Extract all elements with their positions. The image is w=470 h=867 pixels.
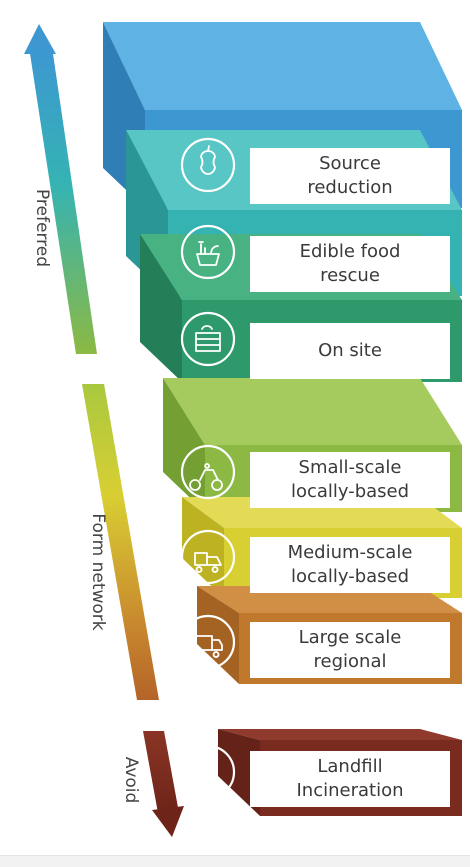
apple-core-circle	[180, 137, 236, 193]
label-on-site: On site	[250, 323, 450, 379]
food-basket-circle	[180, 224, 236, 280]
label-landfill: Landfill Incineration	[250, 751, 450, 807]
garbage-truck-icon	[193, 635, 223, 658]
preferred-arrow-head	[24, 24, 56, 54]
flame-circle	[180, 744, 236, 800]
tier-side-on-site	[140, 234, 182, 382]
label-text: Edible food rescue	[299, 240, 401, 286]
label-text: On site	[318, 339, 382, 361]
avoid-label: Avoid	[121, 756, 141, 804]
label-small-scale: Small-scale locally-based	[250, 452, 450, 508]
compost-bin-icon	[195, 325, 221, 352]
label-text: Medium-scale locally-based	[287, 541, 413, 587]
tier-side-medium-scale	[182, 497, 224, 598]
flame-icon	[198, 757, 218, 787]
preferred-label: Preferred	[32, 188, 52, 268]
label-text: Large scale regional	[298, 626, 402, 672]
preferred-arrow	[24, 24, 97, 354]
tier-top-small-scale	[163, 378, 462, 445]
compost-bin-circle	[180, 311, 236, 367]
loader-truck-icon	[194, 552, 222, 573]
label-source-reduction: Source reduction	[250, 148, 450, 204]
cargo-bike-circle	[180, 444, 236, 500]
form-network-arrow	[82, 384, 159, 700]
label-text: Source reduction	[307, 152, 393, 198]
apple-core-icon	[200, 145, 216, 175]
form-network-label: Form network	[88, 513, 108, 631]
label-medium-scale: Medium-scale locally-based	[250, 537, 450, 593]
preferred-arrow-shaft	[29, 47, 97, 354]
bottom-strip	[0, 855, 470, 867]
cargo-bike-icon	[189, 463, 223, 491]
avoid-arrow	[143, 731, 184, 837]
avoid-arrow-head	[152, 806, 184, 837]
label-text: Small-scale locally-based	[290, 456, 410, 502]
food-basket-icon	[196, 241, 220, 266]
label-edible-food-rescue: Edible food rescue	[250, 236, 450, 292]
tier-top-landfill	[218, 729, 462, 740]
garbage-truck-circle	[180, 614, 236, 670]
loader-truck-circle	[180, 529, 236, 585]
tier-side-landfill	[218, 729, 260, 816]
label-large-scale: Large scale regional	[250, 622, 450, 678]
label-text: Landfill Incineration	[296, 755, 404, 801]
tier-top-source-reduction	[103, 22, 462, 110]
tier-side-small-scale	[163, 378, 205, 512]
avoid-arrow-shaft	[143, 731, 179, 813]
